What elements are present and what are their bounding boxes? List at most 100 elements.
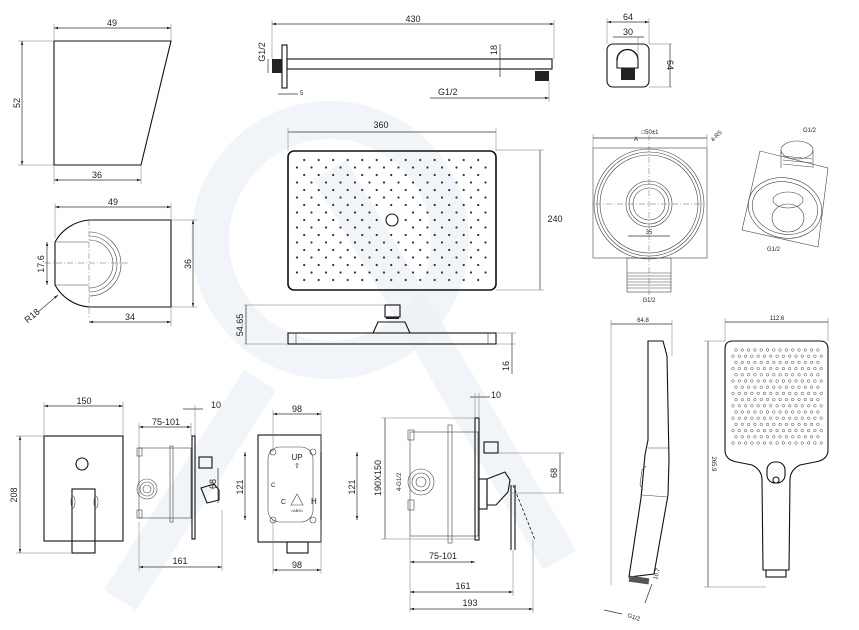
dim-label-corner: 4-R5 xyxy=(710,130,724,144)
nozzle-dot xyxy=(744,379,748,383)
shower-arm-view: 430 G1/2 18 5 G1/2 xyxy=(257,14,555,102)
rain-head-side-view: 54.65 16 xyxy=(235,304,516,374)
nozzle-dot xyxy=(769,441,773,445)
nozzle-dot xyxy=(361,248,364,252)
nozzle-dot xyxy=(750,367,754,371)
nozzle-dot xyxy=(339,211,342,214)
nozzle-dot xyxy=(440,271,444,274)
nozzle-dot xyxy=(778,373,782,377)
nozzle-dot xyxy=(800,367,804,371)
nozzle-dot xyxy=(772,410,776,414)
dim-label-thread-top: G1/2 xyxy=(803,128,817,134)
nozzle-dot xyxy=(753,348,757,352)
nozzle-dot xyxy=(375,263,378,267)
nozzle-dot xyxy=(390,263,393,267)
nozzle-dot xyxy=(819,379,823,383)
hand-shower-nozzles xyxy=(731,348,823,445)
nozzle-dot xyxy=(433,263,436,267)
hand-shower-side-view: 64.8 10.7 G1/2 xyxy=(603,318,673,623)
dim-label-height: 265.9 xyxy=(710,456,716,472)
nozzle-dot xyxy=(781,367,785,371)
dim-label-thread-bottom: G1/2 xyxy=(767,247,781,253)
nozzle-dot xyxy=(419,218,422,222)
nozzle-dot xyxy=(797,360,801,364)
nozzle-dot xyxy=(788,441,792,445)
nozzle-dot xyxy=(332,173,335,177)
nozzle-dot xyxy=(324,226,328,229)
dim-label-plate: 10 xyxy=(211,400,221,410)
nozzle-dot xyxy=(762,367,767,371)
nozzle-dot xyxy=(756,367,760,371)
dim-label-height: 36 xyxy=(183,259,193,269)
hand-shower-front-view: 112.6 265.9 xyxy=(704,316,829,588)
nozzle-dot xyxy=(813,404,817,408)
nozzle-dot xyxy=(440,196,444,199)
nozzle-dot xyxy=(810,398,814,402)
dim-label-total: 54.65 xyxy=(235,314,245,337)
nozzle-dot xyxy=(397,256,400,259)
nozzle-dot xyxy=(807,441,811,445)
nozzle-dot xyxy=(390,233,393,237)
nozzle-dot xyxy=(800,354,804,358)
nozzle-dot xyxy=(433,248,436,252)
dim-label-radius: R18 xyxy=(23,307,42,325)
nozzle-dot xyxy=(353,211,357,214)
nozzle-dot xyxy=(775,441,779,445)
dim-label-flange: 5 xyxy=(300,91,304,97)
nozzle-dot xyxy=(317,233,320,237)
nozzle-dot xyxy=(731,416,735,420)
nozzle-dot xyxy=(310,241,313,244)
nozzle-dot xyxy=(819,429,823,433)
nozzle-dot xyxy=(346,218,349,222)
nozzle-dot xyxy=(747,348,751,352)
nozzle-dot xyxy=(791,373,795,377)
nozzle-dot xyxy=(469,196,473,199)
nozzle-dot xyxy=(382,256,386,259)
nozzle-dot xyxy=(794,441,798,445)
nozzle-dot xyxy=(781,429,785,433)
nozzle-dot xyxy=(361,188,364,192)
nozzle-dot xyxy=(404,233,407,237)
nozzle-dot xyxy=(310,166,313,169)
nozzle-dot xyxy=(731,379,735,383)
mark-cold: C xyxy=(281,499,286,506)
nozzle-dot xyxy=(462,203,465,207)
nozzle-dot xyxy=(778,410,782,414)
nozzle-dot xyxy=(310,211,313,214)
nozzle-dot xyxy=(317,278,320,282)
nozzle-dot xyxy=(419,188,422,192)
nozzle-dot xyxy=(819,367,823,371)
dim-label-thread-wall: G1/2 xyxy=(257,42,267,62)
nozzle-dot xyxy=(368,271,371,274)
nozzle-dot xyxy=(477,233,480,237)
nozzle-dot xyxy=(788,404,792,408)
nozzle-dot xyxy=(807,367,811,371)
dim-label-a: A xyxy=(634,137,638,143)
nozzle-dot xyxy=(477,218,480,222)
nozzle-dot xyxy=(813,391,817,395)
nozzle-dot xyxy=(419,278,422,282)
nozzle-dot xyxy=(397,271,400,274)
nozzle-dot xyxy=(368,241,371,244)
nozzle-dot xyxy=(339,271,342,274)
nozzle-dot xyxy=(778,385,782,389)
nozzle-dot xyxy=(455,181,458,184)
nozzle-dot xyxy=(332,188,335,192)
nozzle-dot xyxy=(781,416,785,420)
nozzle-dot xyxy=(744,429,748,433)
nozzle-dot xyxy=(778,348,782,352)
nozzle-dot xyxy=(810,385,814,389)
nozzle-dot xyxy=(740,385,744,389)
nozzle-dot xyxy=(807,404,811,408)
nozzle-dot xyxy=(784,373,788,377)
nozzle-dot xyxy=(781,379,785,383)
nozzle-dot xyxy=(368,196,371,199)
nozzle-dot xyxy=(332,218,335,222)
nozzle-dot xyxy=(440,241,444,244)
nozzle-dot xyxy=(803,348,807,352)
nozzle-dot xyxy=(295,211,299,214)
nozzle-dot xyxy=(397,166,400,169)
nozzle-dot xyxy=(346,278,349,282)
nozzle-dot xyxy=(803,398,807,402)
